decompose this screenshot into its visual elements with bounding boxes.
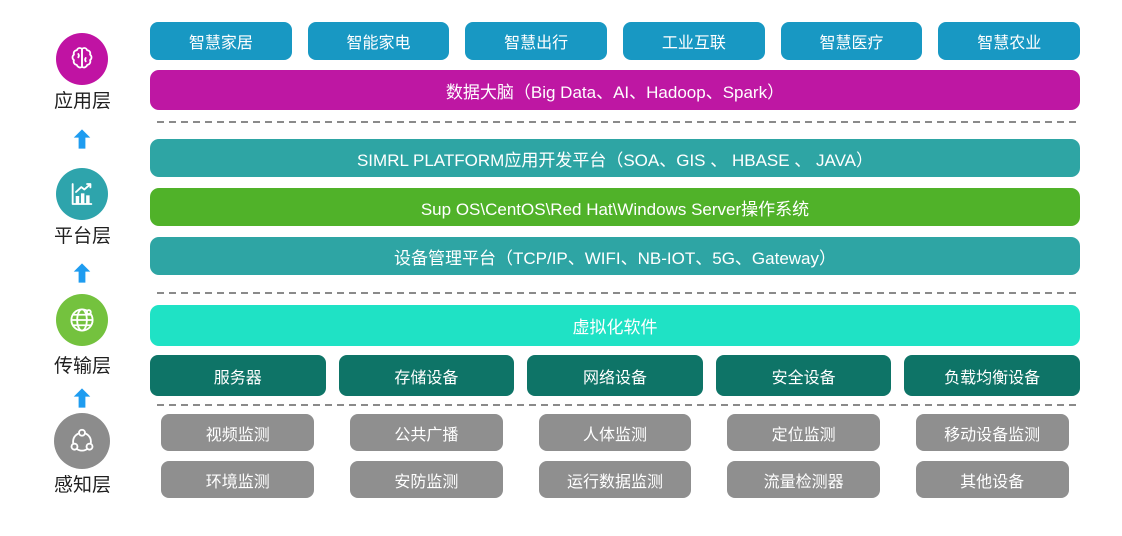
app-block-smart-medical: 智慧医疗 [780,22,923,60]
sensor-block-other-devices: 其他设备 [915,461,1069,498]
sensor-block-security-monitor: 安防监测 [350,461,503,498]
layer-divider [157,404,1077,406]
sensor-row-1: 视频监测 公共广播 人体监测 定位监测 移动设备监测 [150,414,1080,451]
sensor-block-video: 视频监测 [161,414,315,451]
app-block-smart-home: 智慧家居 [150,22,292,60]
infra-block-network: 网络设备 [527,355,703,396]
layer-label-platform: 平台层 [53,226,111,247]
sensor-block-mobile-device: 移动设备监测 [915,414,1069,451]
layer-label-perception: 感知层 [53,475,111,496]
sensor-row-2: 环境监测 安防监测 运行数据监测 流量检测器 其他设备 [150,461,1080,498]
device-management-bar: 设备管理平台（TCP/IP、WIFI、NB-IOT、5G、Gateway） [150,237,1080,275]
infrastructure-row: 服务器 存储设备 网络设备 安全设备 负载均衡设备 [150,355,1080,396]
virtualization-bar: 虚拟化软件 [150,305,1080,346]
app-dev-platform-bar: SIMRL PLATFORM应用开发平台（SOA、GIS 、 HBASE 、 J… [150,139,1080,177]
perception-layer-badge [54,413,110,469]
operating-system-bar: Sup OS\CentOS\Red Hat\Windows Server操作系统 [150,188,1080,226]
infra-block-server: 服务器 [150,355,326,396]
layer-divider [157,121,1077,123]
app-block-smart-agriculture: 智慧农业 [938,22,1081,60]
globe-icon [65,303,99,337]
infra-block-load-balancer: 负载均衡设备 [904,355,1080,396]
bar-chart-icon [66,178,98,210]
transmission-layer-badge [56,294,108,346]
network-nodes-icon [65,424,99,458]
up-arrow-icon [71,127,93,151]
layer-divider [157,292,1077,294]
platform-layer-badge [56,168,108,220]
sensor-block-positioning: 定位监测 [727,414,880,451]
sensor-block-broadcast: 公共广播 [350,414,503,451]
app-block-industrial-internet: 工业互联 [623,22,765,60]
sensor-block-runtime-data: 运行数据监测 [538,461,692,498]
app-block-smart-travel: 智慧出行 [465,22,608,60]
brain-icon [66,43,98,75]
layer-label-application: 应用层 [53,91,111,112]
layer-label-transmission: 传输层 [53,356,111,377]
layer-rail: 应用层 平台层 [30,0,135,536]
infra-block-security: 安全设备 [715,355,892,396]
up-arrow-icon [71,261,93,285]
sensor-block-human: 人体监测 [538,414,692,451]
infra-block-storage: 存储设备 [338,355,515,396]
architecture-content: 智慧家居 智能家电 智慧出行 工业互联 智慧医疗 智慧农业 数据大脑（Big D… [150,0,1081,536]
application-layer-badge [56,33,108,85]
app-block-smart-appliance: 智能家电 [307,22,450,60]
sensor-block-flow-detector: 流量检测器 [727,461,880,498]
data-brain-bar: 数据大脑（Big Data、AI、Hadoop、Spark） [150,70,1080,110]
sensor-block-environment: 环境监测 [161,461,315,498]
application-row: 智慧家居 智能家电 智慧出行 工业互联 智慧医疗 智慧农业 [150,22,1081,60]
up-arrow-icon [71,386,93,410]
